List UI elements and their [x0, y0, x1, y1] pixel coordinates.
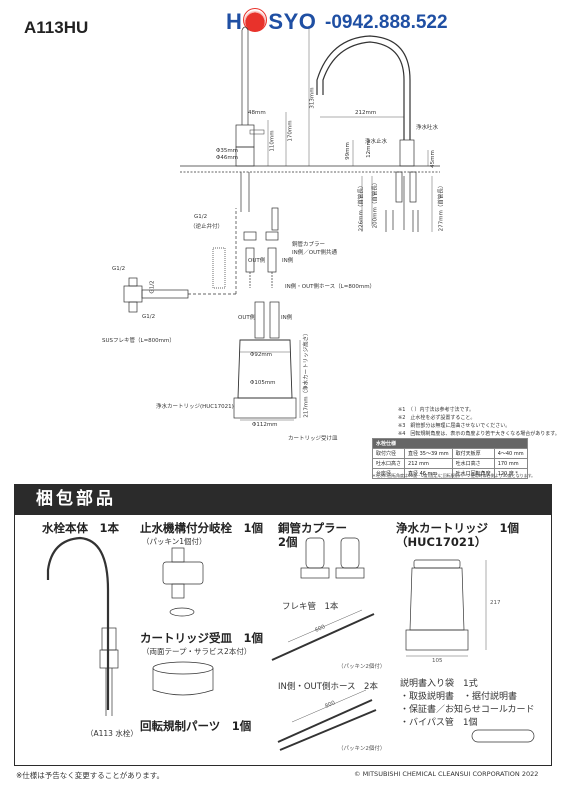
pkg-valve-sub: （パッキン1個付）	[142, 537, 207, 546]
spec-cell: 212 mm	[404, 458, 453, 469]
spec-cell: 吐水口高さ	[451, 458, 495, 469]
label-tray: カートリッジ受け皿	[288, 436, 338, 442]
dim-110: 110mm	[269, 130, 276, 152]
note-2: ※2 止水栓を必ず設置すること。	[398, 415, 476, 421]
spec-cell: 取付天板厚	[451, 448, 495, 459]
spec-cell: 120 度 *	[493, 468, 528, 479]
label-flex: SUSフレキ管（L=800mm）	[102, 338, 175, 344]
label-out: OUT側	[248, 258, 266, 264]
label-g12-c: G1/2	[149, 280, 156, 294]
sun-logo-icon	[243, 8, 268, 32]
label-in-2: IN側	[281, 315, 293, 321]
label-stop: 浄水止水	[365, 139, 388, 145]
label-g12-a-sub: （逆止弁付）	[190, 224, 224, 230]
dim-46: Φ46mm	[216, 155, 239, 161]
spec-cell: 直径 35〜39 mm	[404, 448, 453, 459]
footer-copyright: © MITSUBISHI CHEMICAL CLEANSUI CORPORATI…	[354, 770, 539, 778]
brand-logo-rest: SYO	[268, 9, 317, 34]
dim-212: 212mm	[355, 110, 377, 116]
pkg-valve-label: 止水機構付分岐栓 1個	[140, 521, 264, 535]
label-spout: 浄水吐水	[416, 125, 439, 131]
pkg-manual-2: ・保証書／お知らせコールカード	[400, 705, 535, 715]
label-g12-a: G1/2	[194, 214, 208, 220]
pkg-tray-sub: （両面テープ・サラビス2本付）	[142, 647, 252, 656]
spec-header: 水栓仕様	[372, 438, 528, 449]
phone-number: -0942.888.522	[325, 12, 448, 33]
label-cart-height: 217mm（浄水カートリッジ高さ）	[303, 330, 310, 418]
label-dia-112: Φ112mm	[252, 422, 278, 428]
dim-277: 277mm（首管長）	[438, 182, 445, 232]
label-dia-105: Φ105mm	[250, 380, 276, 386]
brand-logo: H SYO	[226, 8, 316, 35]
pkg-cartridge-width: 105	[432, 658, 443, 664]
spec-table: 水栓仕様 取付穴径 直径 35〜39 mm 取付天板厚 4〜40 mm 吐水口高…	[371, 438, 528, 479]
pkg-rotation-label: 回転規制パーツ 1個	[140, 719, 252, 733]
spec-note: ＊吐水口回転角度は60度・0度(固定)に回転規制パーツ使用時は右側より30度とな…	[372, 473, 536, 478]
pkg-coupler-label: 銅管カプラー	[278, 521, 347, 535]
spec-cell: 170 mm	[493, 458, 528, 469]
note-1: ※1 （ ）内寸法は参考寸法です。	[398, 407, 474, 413]
pkg-cartridge-label: 浄水カートリッジ 1個	[396, 521, 520, 535]
label-hose: IN側・OUT側ホース（L=800mm）	[285, 284, 376, 290]
pkg-flex-label: フレキ管 1本	[282, 602, 339, 612]
spec-row: 吐水口高さ 212 mm 吐水口高さ 170 mm	[371, 458, 528, 469]
dim-48: 48mm	[248, 110, 266, 116]
note-4: ※4 回転規制角度は、表示の角度より若干大きくなる場合があります。	[398, 431, 560, 437]
brand-logo-h: H	[226, 9, 243, 34]
spec-cell: 吐水口回転角度	[451, 468, 495, 479]
spec-row: 台座径 直径 46 mm 吐水口回転角度 120 度 *	[371, 468, 528, 479]
footer-disclaimer: ※仕様は予告なく変更することがあります。	[16, 771, 165, 780]
spec-cell: 台座径	[371, 468, 406, 479]
dim-35: Φ35mm	[216, 148, 239, 154]
pkg-hose-packing: （パッキン2個付）	[338, 746, 386, 752]
pkg-flex-packing: （パッキン2個付）	[338, 664, 386, 670]
dim-170: 170mm	[287, 120, 294, 142]
dim-99: 99mm	[344, 142, 351, 160]
dim-313: 313mm	[309, 87, 316, 109]
label-cartridge: 浄水カートリッジ(HUC17021)	[156, 404, 234, 410]
pkg-manual-3: ・バイパス管 1個	[400, 718, 478, 728]
note-3: ※3 銅管部分は無理に屈曲させないでください。	[398, 423, 511, 429]
pkg-tray-label: カートリッジ受皿 1個	[140, 631, 264, 645]
label-in: IN側	[282, 258, 294, 264]
spec-cell: 取付穴径	[371, 448, 406, 459]
pkg-coupler-qty: 2個	[278, 535, 298, 549]
label-g12-d: G1/2	[142, 314, 156, 320]
dim-200: 200mm（首管長）	[372, 179, 379, 229]
dim-226: 226mm（首管長）	[358, 182, 365, 232]
spec-cell: 吐水口高さ	[371, 458, 406, 469]
label-coupler-sub: IN側／OUT側共通	[292, 250, 337, 256]
pkg-cartridge-model: （HUC17021）	[396, 535, 487, 549]
pkg-manual-bag: 説明書入り袋 1式	[400, 679, 478, 689]
label-out-2: OUT側	[238, 315, 256, 321]
package-box	[14, 514, 552, 766]
spec-row: 取付穴径 直径 35〜39 mm 取付天板厚 4〜40 mm	[371, 448, 528, 459]
pkg-hose-label: IN側・OUT側ホース 2本	[278, 682, 378, 692]
label-g12-b: G1/2	[112, 266, 126, 272]
pkg-faucet-caption: （A113 水栓）	[86, 729, 138, 738]
model-number: A113HU	[24, 18, 89, 37]
label-dia-92: Φ92mm	[250, 352, 273, 358]
package-header: 梱包部品	[14, 484, 552, 514]
dim-45: 45mm	[429, 150, 436, 168]
pkg-cartridge-height: 217	[490, 600, 501, 606]
notes: ※1 （ ）内寸法は参考寸法です。 ※2 止水栓を必ず設置すること。 ※3 銅管…	[398, 406, 560, 438]
spec-cell: 4〜40 mm	[493, 448, 528, 459]
pkg-faucet-label: 水栓本体 1本	[42, 521, 120, 535]
pkg-manual-1: ・取扱説明書 ・据付説明書	[400, 692, 518, 702]
label-coupler: 銅管カプラー	[292, 242, 326, 248]
